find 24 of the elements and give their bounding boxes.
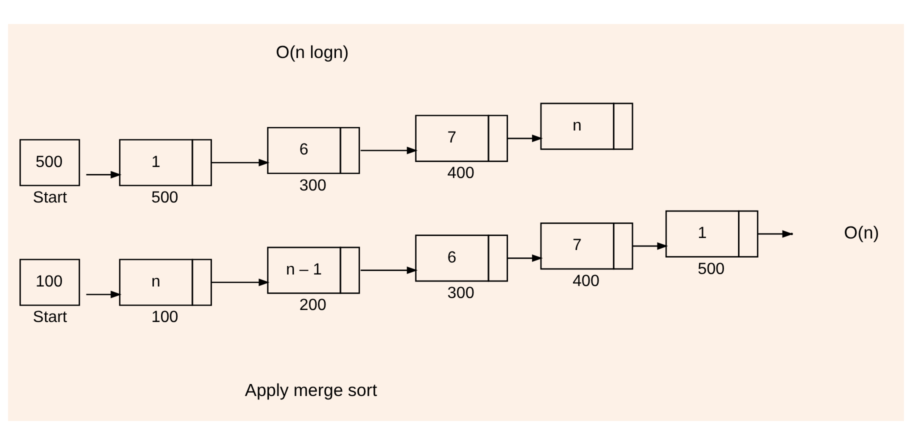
node-label: 200 [299, 296, 326, 314]
label: Apply merge sort [244, 379, 378, 400]
arrow [507, 134, 543, 142]
node-label: 300 [299, 176, 326, 194]
arrow [360, 266, 418, 274]
node-label: 100 [151, 308, 178, 326]
node-box: 500 [19, 138, 80, 186]
label: O(n) [844, 222, 880, 242]
arrow [86, 170, 122, 178]
node-box: 100 [19, 258, 80, 306]
node-label: 500 [698, 259, 725, 278]
node-label: 400 [572, 271, 600, 290]
label: O(n logn) [276, 42, 349, 62]
arrow [211, 158, 270, 166]
arrow [86, 290, 122, 298]
node-label: Start [32, 308, 68, 326]
arrow [507, 254, 543, 262]
arrow [360, 146, 418, 154]
node-label: 400 [447, 164, 474, 182]
arrow [211, 278, 270, 286]
node-label: Start [32, 188, 68, 206]
node-label: 300 [447, 283, 474, 302]
node-label: 500 [151, 188, 178, 206]
arrow [632, 242, 668, 250]
